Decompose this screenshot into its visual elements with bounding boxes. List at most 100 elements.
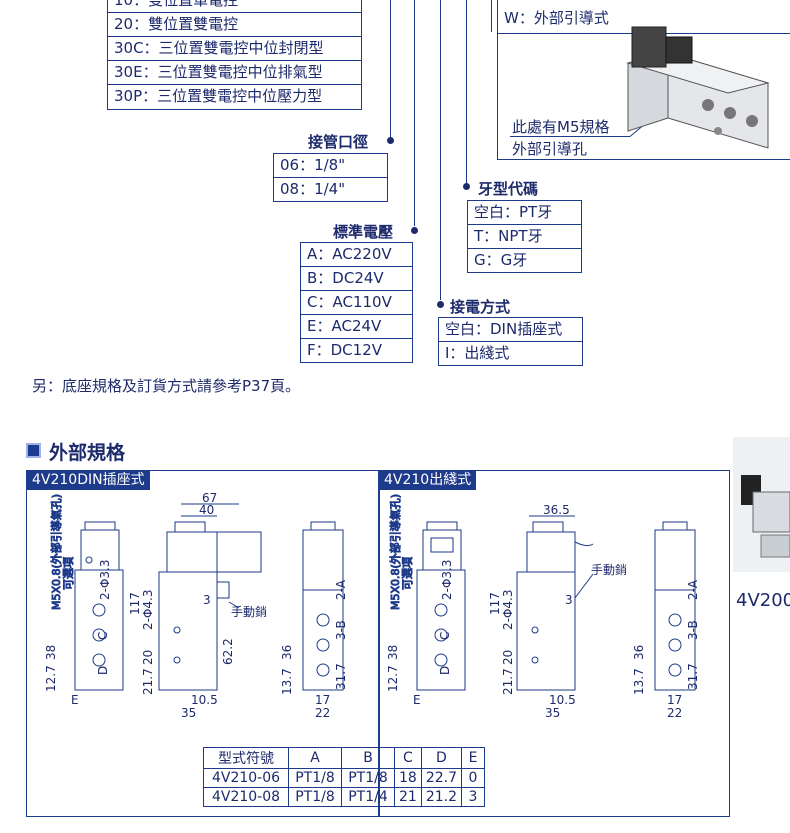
table-row: 4V210-08 PT1/8 PT1/4 21 21.2 3 <box>203 787 485 807</box>
dim-317: 31.7 <box>686 663 700 690</box>
dim-105: 10.5 <box>191 693 218 707</box>
table-cell: 0 <box>461 768 485 788</box>
spec-table: 型式符號 A B C D E 4V210-06 PT1/8 PT1/8 18 2… <box>203 747 485 807</box>
dim-2a: 2-A <box>334 579 348 600</box>
side-product-label: 4V200 <box>736 590 790 611</box>
table-row: 4V210-06 PT1/8 PT1/8 18 22.7 0 <box>203 768 485 788</box>
table-cell: PT1/4 <box>341 787 395 807</box>
panel-left <box>26 470 380 817</box>
valve-thumb-illustration <box>741 475 790 558</box>
thread-item: T：NPT牙 <box>468 225 581 249</box>
note-underline <box>510 136 630 137</box>
side-product-thumb <box>733 437 790 572</box>
action-item: 10：雙位置單電控 <box>108 0 361 13</box>
table-cell: 4V210-06 <box>203 768 289 788</box>
dim-phi33: 2-Φ3.3 <box>440 560 454 601</box>
section-title: 外部規格 <box>26 438 125 465</box>
dim-20: 20 <box>501 650 515 665</box>
table-cell: 3 <box>461 787 485 807</box>
bullet-dot <box>437 301 444 308</box>
connection-item: I：出綫式 <box>445 344 510 362</box>
table-cell: 21 <box>394 787 422 807</box>
table-cell: 18 <box>394 768 422 788</box>
action-item: 30C：三位置雙電控中位封閉型 <box>108 37 361 61</box>
side-text: M5X0.8(外部引導氣孔) <box>388 494 402 610</box>
connection-item: 空白：DIN插座式 <box>439 318 582 342</box>
port-size-label: 接管口徑 <box>305 131 372 152</box>
dim-137: 13.7 <box>280 668 294 695</box>
port-size-box: 06：1/8" 08：1/4" <box>273 153 388 202</box>
leader-line <box>440 0 441 300</box>
manual-pin-label: 手動銷 <box>231 604 267 619</box>
dim-c: C <box>96 632 110 640</box>
dim-17: 17 <box>315 693 330 707</box>
dim-137: 13.7 <box>632 668 646 695</box>
side-text2: 可選項 <box>62 557 75 590</box>
leader-line <box>491 0 492 32</box>
dim-36: 36 <box>280 645 294 660</box>
connection-label: 接電方式 <box>447 296 514 317</box>
dim-d: D <box>96 666 110 675</box>
action-item: 30E：三位置雙電控中位排氣型 <box>108 61 361 85</box>
voltage-item: F：DC12V <box>307 341 383 359</box>
dim-phi33: 2-Φ3.3 <box>98 560 112 601</box>
dim-d: D <box>438 666 452 675</box>
voltage-item: C：AC110V <box>301 291 412 315</box>
voltage-label: 標準電壓 <box>330 221 397 242</box>
dim-c: C <box>438 632 452 640</box>
dim-3b: 3-B <box>334 620 348 640</box>
dim-e: E <box>71 693 79 707</box>
panel-left-title: 4V210DIN插座式 <box>27 471 150 490</box>
dim-365: 36.5 <box>543 503 570 517</box>
footnote: 另：底座規格及訂貨方式請參考P37頁。 <box>32 377 301 395</box>
voltage-item: E：AC24V <box>301 315 412 339</box>
table-header: E <box>461 747 485 769</box>
dim-622: 62.2 <box>221 638 235 665</box>
dim-317: 31.7 <box>334 663 348 690</box>
dim-22: 22 <box>667 706 682 720</box>
table-cell: 21.2 <box>420 787 463 807</box>
dim-35: 35 <box>545 706 560 720</box>
m5-note-line1: 此處有M5規格 <box>512 118 610 136</box>
dim-3: 3 <box>203 593 211 607</box>
dim-17: 17 <box>667 693 682 707</box>
side-text2: 可選項 <box>401 557 414 590</box>
voltage-item: A：AC220V <box>301 243 412 267</box>
bullet-dot <box>411 227 418 234</box>
dim-38: 38 <box>44 645 58 660</box>
wiring-box: W：外部引導式 此處有M5規格 外部引導孔 <box>497 0 790 160</box>
port-size-item: 08：1/4" <box>280 180 346 198</box>
m5-note-line2: 外部引導孔 <box>512 140 588 158</box>
table-cell: PT1/8 <box>288 768 342 788</box>
dim-2a: 2-A <box>686 579 700 600</box>
manual-pin-label: 手動銷 <box>591 562 627 577</box>
dim-3b: 3-B <box>686 620 700 640</box>
action-type-box: 10：雙位置單電控 20：雙位置雙電控 30C：三位置雙電控中位封閉型 30E：… <box>107 0 362 110</box>
dim-36: 36 <box>632 645 646 660</box>
dim-35: 35 <box>181 706 196 720</box>
dim-217: 21.7 <box>501 668 515 695</box>
dim-67: 67 <box>202 491 217 505</box>
side-text: M5X0.8(外部引導氣孔) <box>49 494 63 610</box>
leader-line <box>414 0 415 226</box>
dim-105: 10.5 <box>549 693 576 707</box>
dim-217: 21.7 <box>141 668 155 695</box>
dim-3: 3 <box>565 593 573 607</box>
dim-117: 117 <box>488 592 502 615</box>
table-cell: 4V210-08 <box>203 787 289 807</box>
table-header: A <box>288 747 342 769</box>
dim-38: 38 <box>386 645 400 660</box>
dim-127: 12.7 <box>386 665 400 692</box>
panel-right <box>378 470 730 817</box>
dim-117: 117 <box>128 592 142 615</box>
dim-e: E <box>413 693 421 707</box>
table-header: D <box>420 747 463 769</box>
connection-box: 空白：DIN插座式 I：出綫式 <box>438 317 583 366</box>
section-title-text: 外部規格 <box>49 442 126 464</box>
dim-20: 20 <box>141 650 155 665</box>
dim-40: 40 <box>199 503 214 517</box>
drawing-right: M5X0.8(外部引導氣孔) 可選項 36.5 117 2-Φ4.3 2-Φ3.… <box>386 493 700 720</box>
table-header-row: 型式符號 A B C D E <box>203 747 485 769</box>
valve-photo-illustration <box>626 26 770 149</box>
leader-line <box>390 0 391 140</box>
